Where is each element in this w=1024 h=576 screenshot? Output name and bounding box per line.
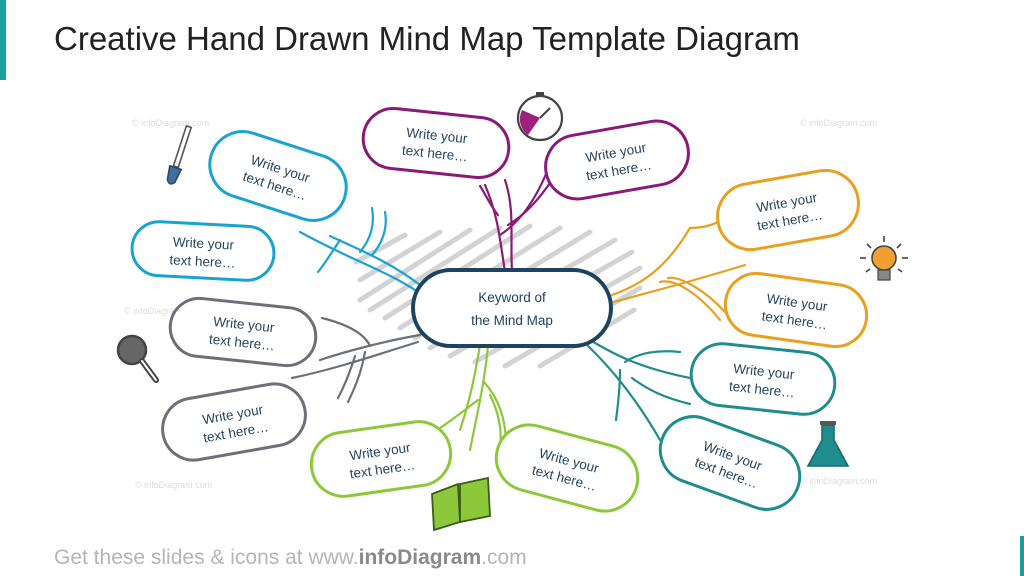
topic-bubble-teal-2: Write your text here…	[658, 415, 802, 511]
slide-title: Creative Hand Drawn Mind Map Template Di…	[54, 20, 800, 57]
topic-bubble-gray-2: Write your text here…	[161, 382, 307, 462]
topic-bubble-teal-1: Write your text here…	[689, 342, 837, 416]
watermark: © infoDiagram.com	[132, 118, 210, 128]
topic-bubble-blue-2: Write your text here…	[130, 220, 276, 282]
center-node: Keyword of the Mind Map	[411, 268, 613, 348]
branch-blue	[298, 206, 422, 294]
magnifier-icon	[116, 334, 159, 383]
topic-line1: Write your	[406, 125, 469, 146]
branch-orange	[610, 220, 747, 322]
topic-line2: text here…	[169, 252, 236, 270]
footer-credit: Get these slides & icons at www.infoDiag…	[54, 546, 527, 569]
topic-line2: text here…	[401, 143, 468, 165]
topic-line1: Write your	[172, 234, 234, 252]
topic-bubble-gray-1: Write your text here…	[168, 296, 318, 368]
clock-icon	[516, 92, 564, 142]
footer-brand: infoDiagram	[358, 546, 482, 569]
branch-teal	[586, 338, 692, 442]
center-keyword-line2: the Mind Map	[471, 313, 553, 328]
lightbulb-icon	[860, 236, 908, 281]
book-icon	[431, 476, 491, 532]
center-keyword-line1: Keyword of	[478, 290, 546, 305]
corner-accent-bar	[1020, 536, 1024, 576]
paintbrush-icon	[166, 124, 193, 185]
watermark: © infoDiagram.com	[135, 480, 213, 490]
branch-gray	[290, 316, 422, 404]
watermark: © infoDiagram.com	[800, 118, 878, 128]
topic-bubble-orange-1: Write your text here…	[716, 168, 860, 252]
topic-line1: Write your	[213, 314, 276, 335]
topic-line2: text here…	[728, 379, 795, 401]
watermark: © infoDiagram.com	[124, 306, 202, 316]
watermark: © infoDiagram.com	[800, 476, 878, 486]
topic-line2: text here…	[208, 332, 275, 354]
topic-bubble-blue-1: Write your text here…	[208, 130, 348, 222]
title-accent-bar	[0, 0, 6, 80]
flask-icon	[806, 421, 850, 467]
topic-bubble-orange-2: Write your text here…	[723, 271, 869, 349]
branch-purple	[478, 172, 554, 274]
topic-bubble-green-2: Write your text here…	[494, 423, 640, 513]
topic-bubble-green-1: Write your text here…	[309, 420, 453, 498]
topic-bubble-purple-2: Write your text here…	[544, 119, 690, 201]
topic-bubble-purple-1: Write your text here…	[361, 107, 511, 179]
topic-line1: Write your	[733, 361, 796, 382]
